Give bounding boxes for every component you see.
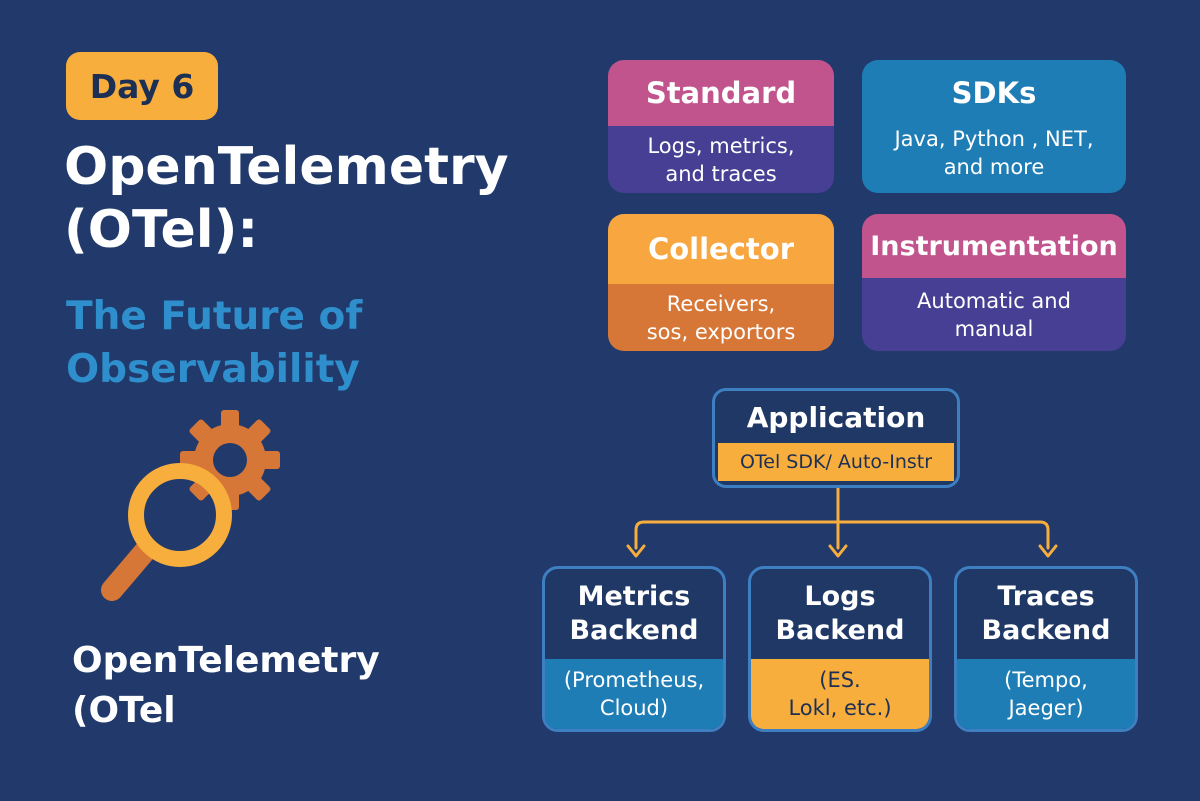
card-collector-title: Collector (608, 214, 834, 284)
metrics-backend-node: Metrics Backend (Prometheus, Cloud) (542, 566, 726, 732)
footer-title-line-1: OpenTelemetry (72, 640, 380, 681)
gear-icon (180, 410, 280, 510)
logs-backend-detail-line-2: Lokl, etc.) (788, 696, 892, 720)
card-standard: Standard Logs, metrics, and traces (608, 60, 834, 193)
application-title: Application (746, 400, 926, 434)
card-sdks-title: SDKs (951, 75, 1037, 110)
card-standard-line-2: and traces (665, 161, 777, 186)
card-collector-line-1: Receivers, (666, 291, 776, 316)
metrics-backend-title: Metrics Backend (545, 569, 723, 659)
card-standard-line-1: Logs, metrics, (647, 133, 795, 158)
page-subtitle: The Future of Observability (66, 290, 526, 396)
magnifier-icon (101, 463, 232, 601)
page-subtitle-line-2: Observability (66, 347, 360, 392)
card-sdks-line-1: Java, Python , NET, (894, 127, 1094, 151)
logs-backend-detail: (ES. Lokl, etc.) (751, 659, 929, 729)
traces-backend-node: Traces Backend (Tempo, Jaeger) (954, 566, 1138, 732)
arrow-metrics-icon (626, 544, 646, 558)
logs-backend-detail-line-1: (ES. (819, 668, 861, 692)
card-sdks: SDKs Java, Python , NET, and more (862, 60, 1126, 193)
day-badge: Day 6 (66, 52, 218, 120)
traces-backend-title: Traces Backend (957, 569, 1135, 659)
arrow-logs-icon (828, 544, 848, 558)
card-standard-title: Standard (608, 60, 834, 126)
traces-backend-title-line-2: Backend (981, 615, 1111, 646)
magnifier-gear-icon (101, 410, 280, 601)
card-sdks-line-2: and more (943, 155, 1045, 179)
logs-backend-node: Logs Backend (ES. Lokl, etc.) (748, 566, 932, 732)
connector-horizontal (634, 520, 1050, 550)
card-instrumentation-body: Automatic and manual (862, 278, 1126, 351)
logs-backend-title-line-1: Logs (804, 581, 876, 612)
page-title: OpenTelemetry (OTel): (64, 136, 584, 262)
traces-backend-detail-line-1: (Tempo, (1004, 668, 1088, 692)
card-standard-body: Logs, metrics, and traces (608, 126, 834, 193)
metrics-backend-detail: (Prometheus, Cloud) (545, 659, 723, 729)
application-sdk-label: OTel SDK/ Auto-Instr (718, 443, 954, 481)
logs-backend-title: Logs Backend (751, 569, 929, 659)
logs-backend-title-line-2: Backend (775, 615, 905, 646)
traces-backend-title-line-1: Traces (997, 581, 1095, 612)
metrics-backend-title-line-2: Backend (569, 615, 699, 646)
day-badge-label: Day 6 (89, 66, 195, 106)
card-instrumentation-title: Instrumentation (862, 214, 1126, 278)
card-collector: Collector Receivers, sos, exportors (608, 214, 834, 351)
card-collector-line-2: sos, exportors (646, 319, 796, 344)
card-sdks-body: Java, Python , NET, and more (862, 125, 1126, 193)
page-title-line-1: OpenTelemetry (64, 137, 509, 197)
page-title-line-2: (OTel): (64, 200, 259, 260)
footer-title: OpenTelemetry (OTel (72, 636, 492, 736)
metrics-backend-title-line-1: Metrics (577, 581, 691, 612)
card-instrumentation: Instrumentation Automatic and manual (862, 214, 1126, 351)
metrics-backend-detail-line-2: Cloud) (599, 696, 669, 720)
metrics-backend-detail-line-1: (Prometheus, (563, 668, 705, 692)
traces-backend-detail: (Tempo, Jaeger) (957, 659, 1135, 729)
application-node: Application OTel SDK/ Auto-Instr (712, 388, 960, 488)
card-instrumentation-line-1: Automatic and (917, 288, 1071, 313)
page-subtitle-line-1: The Future of (66, 294, 363, 339)
arrow-traces-icon (1038, 544, 1058, 558)
card-collector-body: Receivers, sos, exportors (608, 284, 834, 351)
card-instrumentation-line-2: manual (954, 316, 1034, 341)
traces-backend-detail-line-2: Jaeger) (1008, 696, 1084, 720)
footer-title-line-2: (OTel (72, 690, 176, 731)
